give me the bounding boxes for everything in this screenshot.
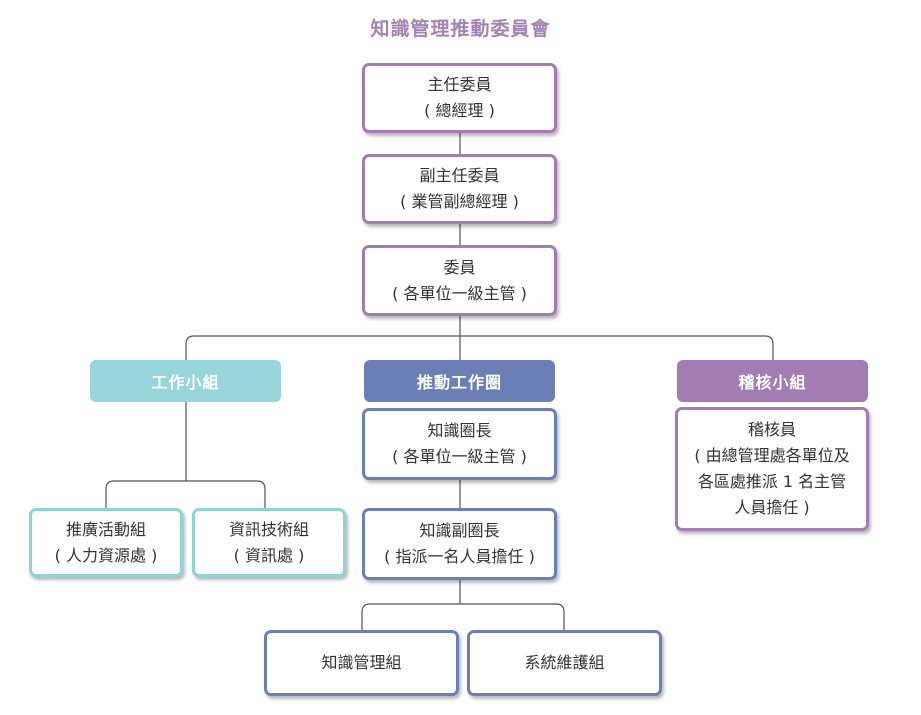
circle-leader-note: ( 各單位一級主管 ) (392, 447, 527, 466)
circle-leader-box: 知識圈長 ( 各單位一級主管 ) (362, 408, 557, 480)
chart-title: 知識管理推動委員會 (370, 18, 551, 40)
circle-vice-leader-role: 知識副圈長 (419, 521, 500, 540)
it-group-box: 資訊技術組 ( 資訊處 ) (192, 508, 346, 577)
auditor-box: 稽核員 ( 由總管理處各單位及各區處推派 1 名主管人員擔任 ) (675, 407, 869, 531)
circle-leader-role: 知識圈長 (427, 421, 492, 440)
promotion-circle-header: 推動工作圈 (364, 360, 555, 402)
circle-vice-leader-note: ( 指派一名人員擔任 ) (384, 547, 535, 566)
promotion-activity-box: 推廣活動組 ( 人力資源處 ) (29, 508, 183, 577)
chair-role: 主任委員 (427, 75, 492, 94)
chair-box: 主任委員 ( 總經理 ) (362, 63, 557, 133)
auditor-note: ( 由總管理處各單位及各區處推派 1 名主管人員擔任 ) (694, 446, 850, 517)
auditor-role: 稽核員 (747, 420, 796, 439)
members-box: 委員 ( 各單位一級主管 ) (362, 245, 557, 316)
vice-chair-box: 副主任委員 ( 業管副總經理 ) (362, 154, 557, 224)
vice-chair-role: 副主任委員 (419, 166, 500, 185)
it-group-note: ( 資訊處 ) (233, 545, 305, 565)
km-group-box: 知識管理組 (264, 630, 459, 696)
sys-group-box: 系統維護組 (467, 630, 662, 696)
audit-group-header: 稽核小組 (677, 360, 868, 402)
promotion-activity-note: ( 人力資源處 ) (54, 545, 158, 565)
vice-chair-note: ( 業管副總經理 ) (400, 192, 519, 211)
sys-group-label: 系統維護組 (524, 653, 605, 672)
circle-vice-leader-box: 知識副圈長 ( 指派一名人員擔任 ) (362, 508, 557, 580)
km-group-label: 知識管理組 (321, 653, 402, 672)
it-group-role: 資訊技術組 (228, 519, 309, 539)
members-role: 委員 (443, 257, 476, 277)
promotion-activity-role: 推廣活動組 (65, 519, 146, 539)
working-group-header: 工作小組 (90, 360, 281, 402)
chair-note: ( 總經理 ) (424, 101, 495, 120)
members-note: ( 各單位一級主管 ) (392, 283, 527, 303)
